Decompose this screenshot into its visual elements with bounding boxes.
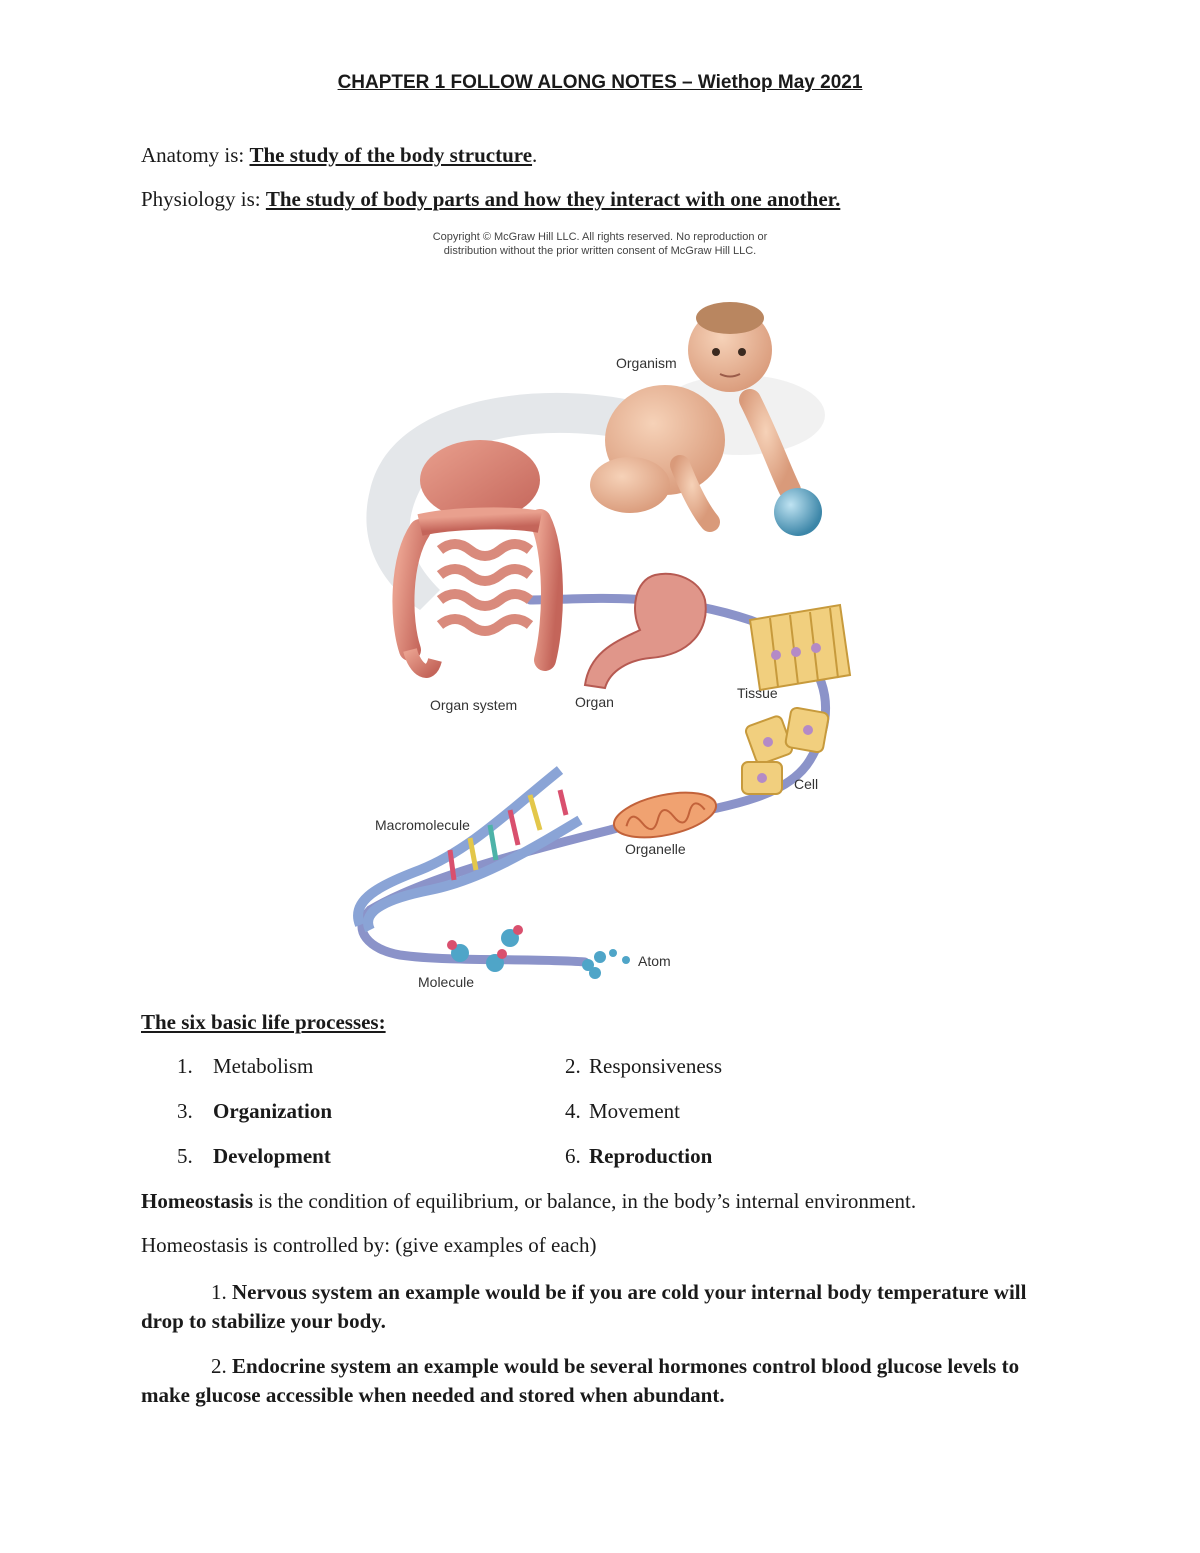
- homeostasis-example: 1. Nervous system an example would be if…: [141, 1278, 1061, 1336]
- life-process-item: 1. Metabolism: [177, 1054, 313, 1079]
- label-organ: Organ: [575, 694, 614, 710]
- life-process-number: 1.: [177, 1054, 193, 1078]
- life-processes-heading: The six basic life processes:: [141, 1010, 386, 1034]
- life-process-number: 4.: [565, 1099, 581, 1123]
- levels-of-organization-figure: Organism Organ system Organ Tissue Cell …: [330, 290, 870, 1000]
- macromolecule-dna-illustration: [353, 766, 583, 933]
- life-process-number: 3.: [177, 1099, 193, 1123]
- label-tissue: Tissue: [737, 685, 778, 701]
- life-process-item: 6. Reproduction: [565, 1144, 712, 1169]
- anatomy-definition: Anatomy is: The study of the body struct…: [141, 143, 537, 168]
- homeostasis-controlled-by: Homeostasis is controlled by: (give exam…: [141, 1233, 597, 1257]
- example-number: 2.: [211, 1354, 232, 1378]
- life-process-label: Reproduction: [589, 1144, 713, 1168]
- label-organism: Organism: [616, 355, 677, 371]
- life-process-item: 3. Organization: [177, 1099, 332, 1124]
- label-macromolecule: Macromolecule: [375, 817, 470, 833]
- example-text: Endocrine system an example would be sev…: [141, 1354, 1020, 1407]
- homeostasis-definition: Homeostasis is the condition of equilibr…: [141, 1189, 1061, 1214]
- example-text: Nervous system an example would be if yo…: [141, 1280, 1027, 1333]
- physiology-answer: The study of body parts and how they int…: [265, 187, 841, 211]
- life-process-label: Organization: [213, 1099, 332, 1123]
- label-organ-system: Organ system: [430, 697, 517, 713]
- life-process-number: 2.: [565, 1054, 581, 1078]
- life-process-item: 4. Movement: [565, 1099, 680, 1124]
- homeostasis-example: 2. Endocrine system an example would be …: [141, 1352, 1061, 1410]
- life-process-label: Metabolism: [213, 1054, 314, 1078]
- physiology-definition: Physiology is: The study of body parts a…: [141, 187, 840, 212]
- anatomy-end: .: [532, 143, 538, 167]
- physiology-label: Physiology is:: [141, 187, 266, 211]
- life-process-number: 6.: [565, 1144, 581, 1168]
- homeostasis-term: Homeostasis: [141, 1189, 253, 1213]
- organism-baby-illustration: [590, 302, 825, 536]
- example-number: 1.: [211, 1280, 232, 1304]
- life-process-label: Development: [213, 1144, 331, 1168]
- label-atom: Atom: [638, 953, 671, 969]
- organ-stomach-illustration: [583, 572, 707, 690]
- atom-illustration: [582, 949, 630, 979]
- label-cell: Cell: [794, 776, 818, 792]
- ribbon-grey: [366, 392, 630, 610]
- life-process-label: Movement: [589, 1099, 680, 1123]
- copyright-line-2: distribution without the prior written c…: [443, 245, 757, 257]
- label-organelle: Organelle: [625, 841, 686, 857]
- cell-illustration: [741, 706, 830, 795]
- levels-of-organization-illustration: Organism Organ system Organ Tissue Cell …: [353, 302, 852, 990]
- organelle-mitochondrion-illustration: [612, 791, 718, 839]
- figure-copyright: Copyright © McGraw Hill LLC. All rights …: [0, 230, 1200, 258]
- molecule-illustration: [447, 925, 523, 972]
- anatomy-answer: The study of the body structure: [249, 143, 533, 167]
- organ-system-digestive-illustration: [392, 440, 563, 678]
- life-process-label: Responsiveness: [589, 1054, 722, 1078]
- homeostasis-definition-text: is the condition of equilibrium, or bala…: [253, 1189, 917, 1213]
- page-title: CHAPTER 1 FOLLOW ALONG NOTES – Wiethop M…: [337, 72, 863, 93]
- life-process-item: 2. Responsiveness: [565, 1054, 722, 1079]
- tissue-epithelial-illustration: [748, 603, 852, 692]
- copyright-line-1: Copyright © McGraw Hill LLC. All rights …: [432, 231, 768, 243]
- life-process-number: 5.: [177, 1144, 193, 1168]
- anatomy-label: Anatomy is:: [141, 143, 250, 167]
- label-molecule: Molecule: [418, 974, 474, 990]
- life-process-item: 5. Development: [177, 1144, 331, 1169]
